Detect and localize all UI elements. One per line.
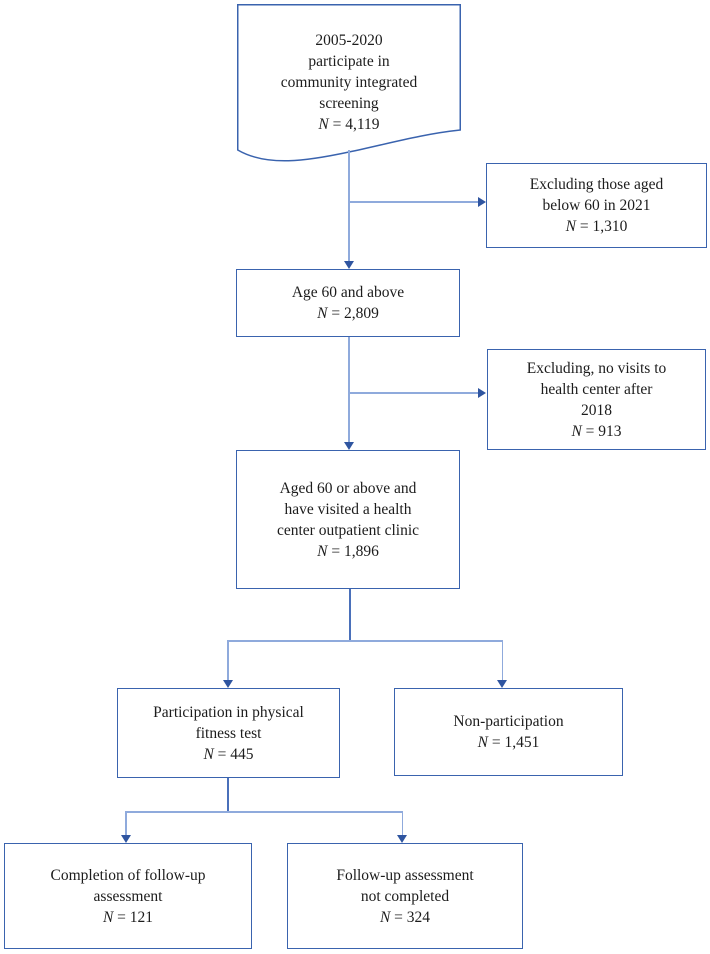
- arrowhead-into-completed: [121, 835, 131, 843]
- n-count: N = 1,451: [477, 734, 540, 751]
- node-screening-text: 2005-2020 participate in community integ…: [237, 30, 461, 135]
- n-count: N = 1,310: [565, 218, 628, 235]
- arrowhead-into-clinic: [344, 442, 354, 450]
- connector-participation-split-stub: [227, 778, 229, 811]
- node-completed: Completion of follow-up assessment N = 1…: [4, 843, 252, 949]
- arrowhead-into-participation: [223, 680, 233, 688]
- node-screening: 2005-2020 participate in community integ…: [237, 4, 461, 174]
- n-count: N = 913: [571, 422, 622, 440]
- n-count: N = 121: [102, 908, 154, 926]
- node-excl-age: Excluding those aged below 60 in 2021 N …: [486, 163, 707, 248]
- n-count: N = 324: [379, 908, 431, 926]
- connector-to-completed: [125, 811, 127, 836]
- connector-branch-excl-visits: [349, 392, 479, 394]
- n-count: N = 2,809: [317, 305, 379, 322]
- arrowhead-into-excl-age: [478, 197, 486, 207]
- arrowhead-into-age60: [344, 261, 354, 269]
- arrowhead-into-excl-visits: [478, 388, 486, 398]
- node-non-participation: Non-participation N = 1,451: [394, 688, 623, 776]
- connector-clinic-split-stub: [349, 589, 351, 640]
- connector-participation-split-bar: [125, 811, 402, 813]
- node-not-completed: Follow-up assessment not completed N = 3…: [287, 843, 523, 949]
- node-age60: Age 60 and above N = 2,809: [236, 269, 460, 337]
- n-count: N = 4,119: [318, 116, 380, 133]
- connector-to-participation: [227, 640, 229, 681]
- connector-to-not-completed: [401, 811, 403, 836]
- node-aged60-clinic: Aged 60 or above and have visited a heal…: [236, 450, 460, 589]
- arrowhead-into-not-completed: [397, 835, 407, 843]
- arrowhead-into-non-participation: [497, 680, 507, 688]
- node-excl-visits: Excluding, no visits to health center af…: [487, 349, 706, 450]
- connector-clinic-split-bar: [227, 640, 503, 642]
- connector-branch-excl-age: [349, 201, 479, 203]
- n-count: N = 1,896: [317, 542, 379, 560]
- node-participation: Participation in physical fitness test N…: [117, 688, 340, 778]
- connector-age60-clinic: [348, 337, 350, 442]
- connector-screening-age60: [348, 150, 350, 262]
- n-count: N = 445: [203, 745, 254, 763]
- connector-to-non-participation: [501, 640, 503, 681]
